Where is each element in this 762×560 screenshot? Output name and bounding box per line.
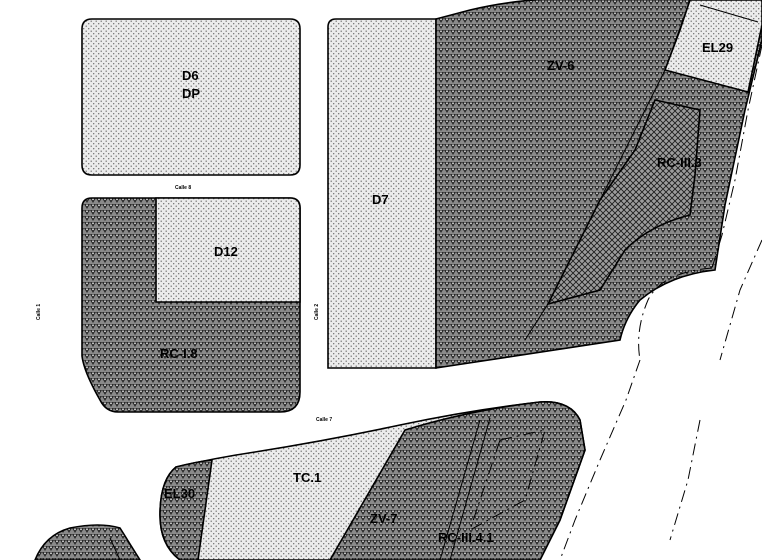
block-d7: [327, 18, 437, 369]
label-zv7: ZV-7: [370, 511, 397, 526]
street-label-calle2: Calle 2: [314, 304, 320, 320]
label-el30: EL30: [164, 486, 195, 501]
block-bottom-left: [34, 524, 141, 560]
label-d6: D6: [182, 68, 199, 83]
boundary-line-lower: [559, 359, 641, 560]
parcel-zv7: [329, 401, 586, 560]
street-label-calle7: Calle 7: [316, 417, 332, 423]
label-rc-iii3: RC-III.3: [657, 155, 702, 170]
roundabout-arc: [638, 267, 713, 361]
parcel-rc-iii41-outline: [469, 429, 546, 532]
street-label-calle1: Calle 1: [36, 304, 42, 320]
block-d6: [81, 18, 301, 176]
label-el29: EL29: [702, 40, 733, 55]
label-rc-iii41: RC-III.4.1: [438, 530, 494, 545]
label-d7: D7: [372, 192, 389, 207]
label-dp: DP: [182, 86, 200, 101]
label-rc-i8: RC-I.8: [160, 346, 198, 361]
parcel-d12: [155, 197, 301, 303]
street-label-calle8: Calle 8: [175, 185, 191, 191]
label-zv6: ZV-6: [547, 58, 574, 73]
label-d12: D12: [214, 244, 238, 259]
boundary-line-upper: [711, 44, 762, 269]
label-tc1: TC.1: [293, 470, 321, 485]
parcel-el29: [663, 0, 762, 93]
parcel-rc-iii3: [546, 99, 701, 306]
parcel-zv6: [435, 0, 762, 369]
parcel-el30: [159, 459, 213, 560]
